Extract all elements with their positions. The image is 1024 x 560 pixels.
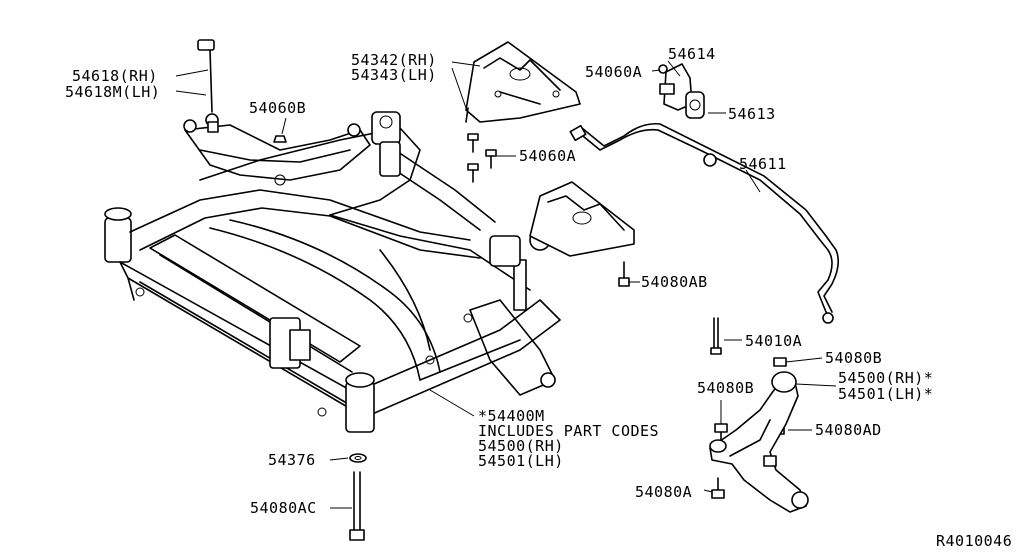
bolts bbox=[273, 64, 787, 541]
label-54080ab: 54080AB bbox=[641, 273, 708, 291]
label-54618m: 54618M(LH) bbox=[65, 83, 161, 101]
label-54613: 54613 bbox=[728, 105, 776, 123]
label-54376: 54376 bbox=[268, 451, 316, 469]
label-inc-54500: 54500(RH) bbox=[478, 437, 564, 455]
label-54080ac: 54080AC bbox=[250, 499, 317, 517]
label-54343: 54343(LH) bbox=[351, 66, 437, 84]
bracket-lower-right bbox=[529, 181, 635, 257]
label-54618: 54618(RH) bbox=[72, 67, 158, 85]
label-54080ad: 54080AD bbox=[815, 421, 882, 439]
label-54501: 54501(LH)* bbox=[838, 385, 934, 403]
label-includes: INCLUDES PART CODES bbox=[478, 422, 660, 440]
label-inc-54501: 54501(LH) bbox=[478, 452, 564, 470]
label-54010a: 54010A bbox=[745, 332, 803, 350]
label-54400m: *54400M bbox=[478, 407, 545, 425]
label-54342: 54342(RH) bbox=[351, 51, 437, 69]
label-54060a-top: 54060A bbox=[585, 63, 643, 81]
stabilizer-bar bbox=[569, 122, 840, 324]
label-54080a-low: 54080A bbox=[635, 483, 693, 501]
label-54060b: 54060B bbox=[249, 99, 307, 117]
upper-left-bracket bbox=[183, 119, 371, 186]
connecting-rod bbox=[197, 39, 219, 133]
label-54614: 54614 bbox=[668, 45, 716, 63]
leader-lines bbox=[175, 60, 837, 509]
label-54500: 54500(RH)* bbox=[838, 369, 934, 387]
label-54080b-right: 54080B bbox=[825, 349, 883, 367]
label-54080b-left: 54080B bbox=[697, 379, 755, 397]
stabilizer-clamp bbox=[659, 63, 705, 119]
label-54611: 54611 bbox=[739, 155, 787, 173]
reference-number: R4010046 bbox=[936, 532, 1013, 550]
bracket-54342 bbox=[465, 41, 581, 123]
lower-link-on-frame bbox=[469, 229, 556, 396]
lower-control-arm bbox=[709, 371, 809, 513]
label-54060a-mid: 54060A bbox=[519, 147, 577, 165]
suspension-member bbox=[104, 111, 561, 433]
